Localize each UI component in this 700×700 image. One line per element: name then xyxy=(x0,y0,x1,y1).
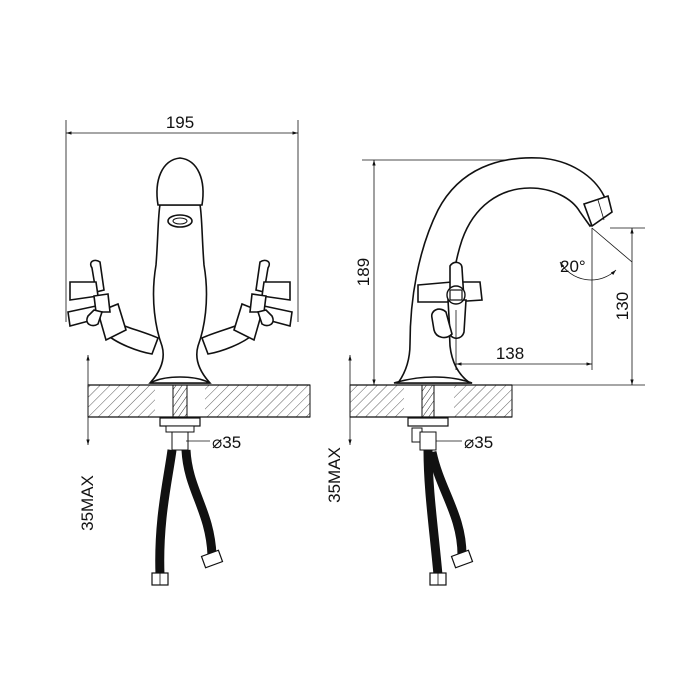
front-width-dim-label: 195 xyxy=(166,113,194,132)
side-max-thickness-label: 35MAX xyxy=(325,447,344,503)
side-height-dim-label: 189 xyxy=(354,258,373,286)
side-reach-dim-label: 138 xyxy=(496,344,524,363)
front-left-cross-handle[interactable] xyxy=(67,259,111,328)
side-angle-label: 20° xyxy=(560,257,586,276)
front-aerator xyxy=(167,214,193,228)
front-view: 195 xyxy=(65,113,311,586)
front-hose-fitting-right xyxy=(200,549,224,569)
front-spout-head xyxy=(156,157,204,206)
front-hole-diameter-label: ⌀35 xyxy=(212,433,241,452)
side-hole-diameter-label: ⌀35 xyxy=(464,433,493,452)
side-cross-handle[interactable] xyxy=(417,261,483,340)
side-view: 189 138 130 20° xyxy=(325,157,645,586)
front-fixing-nut xyxy=(159,417,201,427)
side-hose-fitting-right xyxy=(450,549,474,569)
front-base-flange xyxy=(149,376,211,384)
side-angle-arc xyxy=(559,261,617,281)
side-spout-height-dim-label: 130 xyxy=(613,292,632,320)
front-faucet-body xyxy=(148,204,212,384)
side-base-flange xyxy=(393,376,473,384)
front-max-thickness-label: 35MAX xyxy=(78,475,97,531)
side-spout-tip xyxy=(582,194,613,228)
side-fixing-nut xyxy=(407,417,449,427)
front-right-cross-handle[interactable] xyxy=(249,259,293,328)
